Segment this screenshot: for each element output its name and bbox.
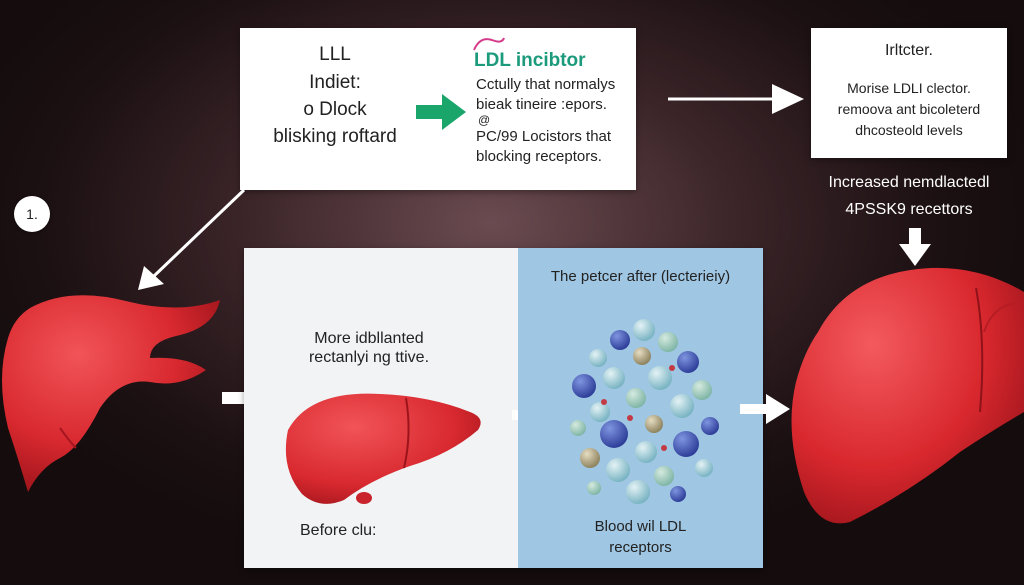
info-box-mid-line-5: blocking receptors. xyxy=(476,148,602,165)
diagonal-arrow-icon xyxy=(138,188,246,290)
liver-small xyxy=(285,393,481,504)
panel-left: More idbllanted rectanlyi ng ttive. Befo… xyxy=(244,248,518,568)
panel-right-bottom-line-1: Blood wil LDL xyxy=(594,518,687,535)
down-arrow-icon xyxy=(899,228,931,266)
green-arrow-icon xyxy=(416,94,466,130)
white-arrow-icon-4 xyxy=(740,394,790,424)
right-caption-line-2: 4PSSK9 recettors xyxy=(845,201,973,218)
info-box-mid-line-3: @ xyxy=(478,113,491,127)
ldl-particles-cluster xyxy=(570,319,719,504)
comparison-panel: More idbllanted rectanlyi ng ttive. Befo… xyxy=(244,248,763,568)
panel-left-bottom: Before clu: xyxy=(300,522,377,539)
panel-left-top-line-2: rectanlyi ng ttive. xyxy=(308,349,430,366)
white-arrow-icon xyxy=(668,84,804,114)
panel-right: The petcer after (lecterieiy) xyxy=(518,248,763,568)
info-box-right: Irltcter. Morise LDLI clector. remoova a… xyxy=(811,28,1007,158)
info-box-right-line-3: dhcosteold levels xyxy=(855,122,963,138)
info-box-mid-line-4: PC/99 Locistors that xyxy=(476,128,612,145)
info-box-left-line-3: o Dlock xyxy=(303,99,367,120)
logo-swirl-icon xyxy=(473,37,505,51)
panel-left-top-line-1: More idbllanted xyxy=(314,330,424,347)
step-badge: 1. xyxy=(14,196,50,232)
info-box-left: LLL Indiet: o Dlock blisking roftard LDL… xyxy=(240,28,636,190)
step-badge-label: 1. xyxy=(26,206,38,222)
panel-right-top: The petcer after (lecterieiy) xyxy=(550,268,731,285)
info-box-mid-line-1: Cctully that normalys xyxy=(476,76,616,93)
info-box-left-line-2: Indiet: xyxy=(309,72,361,93)
info-box-left-line-1: LLL xyxy=(319,44,351,65)
info-box-mid-line-2: bieak tineire :еpors. xyxy=(476,96,607,113)
info-box-right-title: Irltcter. xyxy=(884,42,933,59)
info-box-left-line-4: blisking roftard xyxy=(273,126,397,147)
panel-right-bottom-line-2: receptors xyxy=(609,539,672,556)
info-box-mid-title: LDL incibtor xyxy=(474,50,586,71)
liver-large-left xyxy=(2,295,220,492)
info-box-right-line-1: Morise LDLI clector. xyxy=(847,80,971,96)
right-caption-line-1: Increased nemdlactedl xyxy=(828,174,990,191)
info-box-right-line-2: remoova ant bicoleterd xyxy=(837,101,981,117)
liver-large-right xyxy=(791,267,1024,524)
